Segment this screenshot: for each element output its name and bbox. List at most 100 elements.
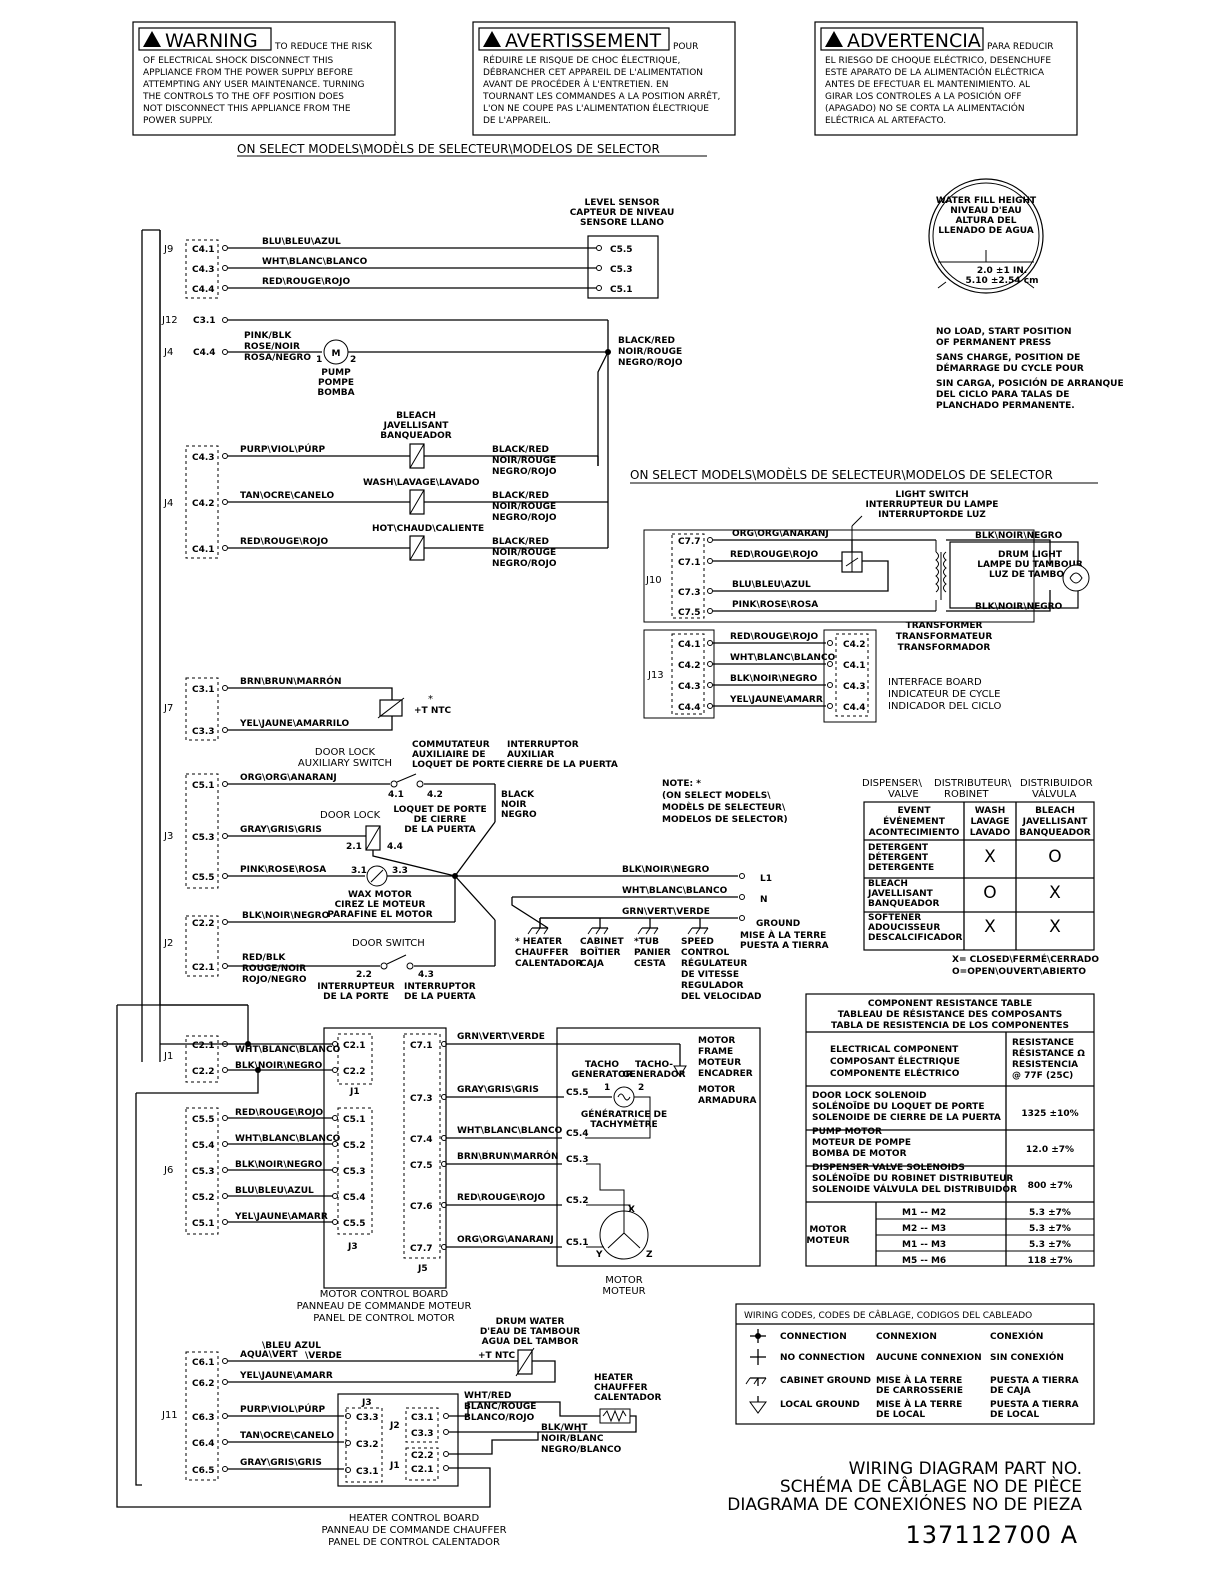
black-red-label: NEGRO/ROJO (492, 513, 557, 523)
pump-wire-label: ROSE/NOIR (244, 342, 300, 352)
terminal (441, 1135, 447, 1141)
pump-label: BOMBA (317, 388, 354, 398)
switch-pin: 2.1 (346, 842, 362, 852)
note-label: MODELOS DE SELECTOR) (662, 815, 788, 825)
terminal (443, 1451, 449, 1457)
terminal (222, 453, 228, 459)
part-number-line: SCHÉMA DE CÂBLAGE NO DE PIÈCE (780, 1475, 1082, 1497)
wire-path (449, 1467, 491, 1490)
connector-outline (185, 239, 219, 299)
wire-path (372, 850, 456, 877)
dispenser-event-cell: DÉTERGENT (868, 851, 929, 863)
wiring-code-name: CABINET GROUND (780, 1376, 871, 1386)
ground-label: PUESTA A TIERRA (740, 941, 829, 951)
warning-title: WARNING (165, 30, 258, 52)
dispenser-head-cell: LAVAGE (971, 817, 1010, 827)
pin-label: C4.4 (193, 348, 216, 358)
black-red-label: NOIR/ROUGE (492, 548, 556, 558)
dispenser-wash-cell: X (984, 847, 996, 867)
junction-dot (755, 1333, 761, 1339)
dispenser-head-cell: ÉVÉNEMENT (883, 815, 946, 827)
wiring-code-fr: CONNEXION (876, 1332, 937, 1342)
door-lock-aux-label: DOOR LOCK (315, 747, 376, 758)
part-number-line: DIAGRAMA DE CONEXIÓNES NO DE PIEZA (727, 1493, 1082, 1515)
pin-label: C4.1 (843, 661, 866, 671)
dispenser-head-cell: BLEACH (1035, 806, 1075, 816)
pin-label: C6.3 (192, 1413, 215, 1423)
terminal (222, 1466, 228, 1472)
terminal (406, 962, 414, 970)
dispenser-head: DISTRIBUTEUR\ (934, 778, 1012, 789)
terminal (707, 640, 713, 646)
level-sensor-label: CAPTEUR DE NIVEAU (570, 208, 675, 218)
drum-water-label: AGUA DEL TAMBOR (482, 1337, 579, 1347)
int-porte-label: DE LA PORTE (323, 992, 389, 1002)
pin-label: C7.1 (678, 558, 701, 568)
wire-path (511, 897, 549, 929)
resistance-col1: COMPOSANT ÉLECTRIQUE (830, 1055, 960, 1067)
warning-text: ESTE APARATO DE LA ALIMENTACIÓN ELÉCTRIC… (825, 66, 1045, 78)
warning-text: THE CONTROLS TO THE OFF POSITION DOES (142, 92, 344, 102)
ground-item-label: *TUB (634, 937, 659, 947)
motor-box (556, 1027, 761, 1267)
wiring-code-es: CONEXIÓN (990, 1330, 1043, 1342)
pin-label: C5.5 (610, 245, 633, 255)
wire-label: BLU\BLEU\AZUL (732, 580, 811, 590)
wire (370, 869, 384, 883)
motor-y: Y (595, 1250, 603, 1260)
pin-label: C4.4 (678, 703, 701, 713)
wire-path (449, 1401, 600, 1417)
wire (515, 1347, 535, 1377)
wire-path (935, 551, 939, 593)
black-red-label: NOIR/ROUGE (492, 456, 556, 466)
wire-path (585, 1096, 651, 1139)
ground-item-label: PANIER (634, 948, 671, 958)
wire-label: PURP\VIOL\PÚRP (240, 1403, 326, 1415)
connector-j2: J2 (163, 938, 173, 949)
wire-label: ORG\ORG\ANARANJ (732, 529, 829, 539)
resistance-title: TABLEAU DE RÉSISTANCE DES COMPOSANTS (838, 1008, 1063, 1020)
wire (409, 535, 425, 561)
heater-label: CHAUFFER (594, 1383, 648, 1393)
terminal (222, 833, 228, 839)
resistance-motor-value: 5.3 ±7% (1029, 1224, 1071, 1234)
dispenser-head: DISTRIBUIDOR (1020, 778, 1093, 789)
wire (687, 927, 693, 935)
wire-label: BLK\NOIR\NEGRO (975, 531, 1063, 541)
wire (587, 927, 593, 935)
pump-pin: 1 (316, 355, 322, 365)
resistance-motor-pair: M2 -- M3 (902, 1224, 946, 1234)
door-switch-label: DOOR SWITCH (352, 938, 425, 949)
water-fill-label: ALTURA DEL (955, 216, 1016, 226)
heater-label: HEATER (594, 1373, 633, 1383)
wire-label: TAN\OCRE\CANELO (240, 1431, 335, 1441)
wire-label: YEL\JAUNE\AMARR (234, 1212, 328, 1222)
drum-light-label: LUZ DE TAMBOR (989, 570, 1071, 580)
connector-outline (405, 1407, 439, 1443)
pin-label: C5.1 (610, 285, 633, 295)
dispenser-event-cell: JAVELLISANT (867, 889, 934, 899)
terminal (222, 1413, 228, 1419)
wire-label: BRN\BRUN\MARRÓN (457, 1150, 559, 1162)
pin-label: C5.1 (192, 1219, 215, 1229)
wire-path (617, 1093, 631, 1101)
pin-label: C3.1 (193, 316, 216, 326)
switch-pin: 3.3 (392, 866, 408, 876)
wire-path (946, 590, 1051, 612)
wire-label: PINK\ROSE\ROSA (732, 600, 818, 610)
bleach-label: JAVELLISANT (383, 421, 450, 431)
warning-lead: TO REDUCE THE RISK (274, 42, 373, 52)
pin-label: C3.2 (356, 1440, 379, 1450)
dispenser-event-cell: SOFTENER (868, 913, 921, 923)
j10-area (643, 529, 1035, 623)
wire-path (586, 1163, 625, 1215)
wire-label: \VERDE (305, 1351, 342, 1361)
ntc-label: +T NTC (414, 706, 451, 716)
ground-item-label: RÉGULATEUR (681, 957, 747, 969)
terminal (332, 1167, 338, 1173)
wire-path (586, 1204, 631, 1211)
wire-label: BLK\NOIR\NEGRO (622, 865, 710, 875)
motor-control-label: MOTOR CONTROL BOARD (320, 1289, 449, 1300)
wire-label: TAN\OCRE\CANELO (240, 491, 335, 501)
terminal (222, 317, 228, 323)
